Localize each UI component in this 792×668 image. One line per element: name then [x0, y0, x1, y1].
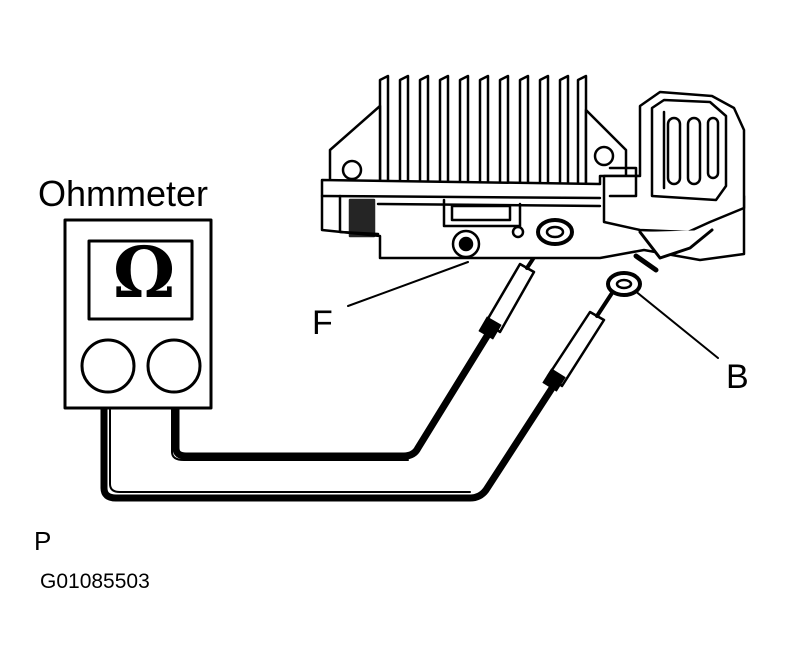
lead-f — [171, 324, 496, 461]
voltage-regulator — [320, 74, 746, 297]
terminal-b-label: B — [726, 358, 749, 396]
corner-mark: P — [34, 526, 52, 556]
ohmmeter-label: Ohmmeter — [38, 173, 209, 214]
lead-b — [100, 378, 560, 502]
terminal-f-label: F — [312, 304, 333, 342]
leader-b — [633, 289, 719, 359]
heat-sink-fins — [378, 74, 588, 188]
meter-jack-left — [80, 338, 136, 394]
connector-housing — [602, 90, 746, 234]
ohmmeter — [63, 218, 213, 410]
ohm-symbol: Ω — [112, 231, 176, 314]
probe-b — [542, 288, 616, 392]
probe-f — [478, 228, 554, 340]
meter-jack-right — [146, 338, 202, 394]
leader-f — [347, 261, 469, 307]
figure-code: G01085503 — [40, 570, 150, 593]
